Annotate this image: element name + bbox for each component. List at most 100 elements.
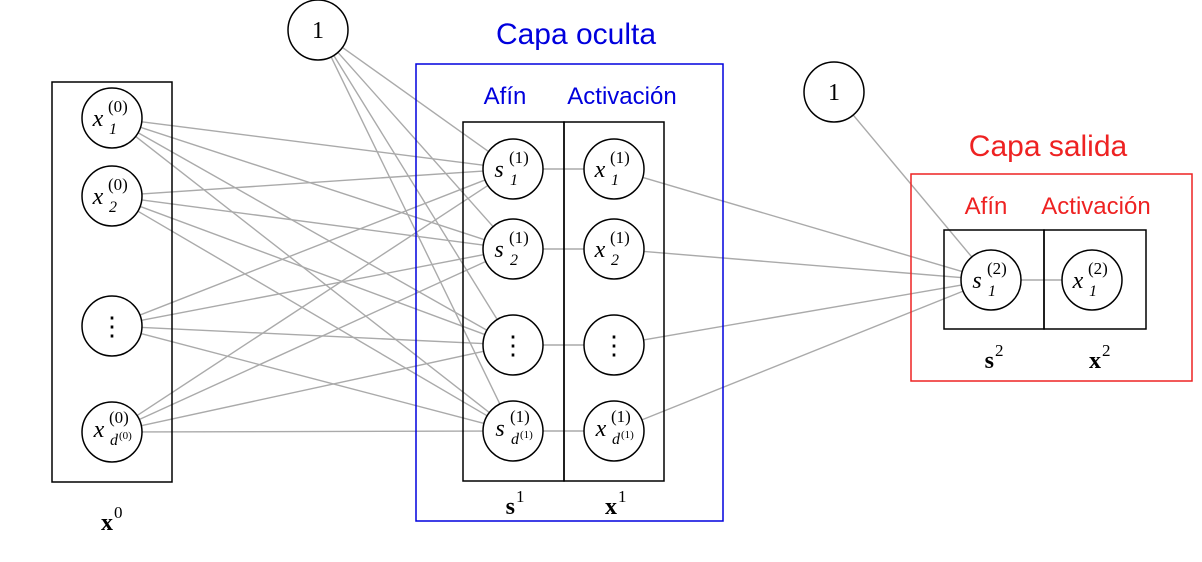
node-base-symbol: x: [594, 157, 606, 183]
vector-base: s: [985, 348, 994, 374]
hidden-affine-label: Afín: [484, 83, 527, 110]
hidden-activation-node-1: x(1) 1: [583, 138, 645, 200]
edge-input-to-hidden: [135, 135, 490, 414]
vector-base: x: [101, 510, 113, 536]
output-layer-frame: [910, 173, 1193, 382]
node-superscript: (0): [108, 97, 128, 116]
node-subscript: 1: [988, 283, 996, 300]
vector-base: x: [1089, 348, 1101, 374]
edge-input-to-hidden: [137, 132, 488, 331]
vector-superscript: 1: [516, 487, 525, 506]
edge-input-to-hidden: [141, 430, 484, 433]
input-node-3: ⋮: [81, 295, 143, 357]
node-subscript: d: [110, 432, 119, 449]
node-subscript: 1: [611, 172, 619, 189]
edge-input-to-hidden: [139, 205, 486, 336]
input-node-4: x(0)d(0): [81, 401, 143, 463]
node-superscript: (0): [108, 175, 128, 194]
output-layer-title: Capa salida: [969, 130, 1128, 163]
node-subscript: 2: [611, 252, 619, 269]
node-superscript: (1): [610, 228, 630, 247]
output-activation-node: x(2) 1: [1061, 249, 1123, 311]
node-superscript: (2): [1088, 259, 1108, 278]
edge-input-to-hidden: [140, 332, 485, 425]
node-base-symbol: s: [494, 237, 503, 263]
edge-hidden-to-output: [852, 114, 973, 258]
vector-base: s: [506, 494, 515, 520]
node-subscript: 2: [109, 199, 117, 216]
hidden-activation-node-2-circle: [583, 218, 645, 280]
output-activation-node-circle: [1061, 249, 1123, 311]
hidden-activation-node-4-circle: [583, 400, 645, 462]
edge-hidden-to-output: [642, 176, 963, 273]
bias-node-input-circle: [287, 0, 349, 61]
node-base-symbol: x: [93, 417, 105, 443]
node-base-symbol: x: [1072, 268, 1084, 294]
node-base-symbol: x: [92, 184, 104, 210]
hidden-layer-title: Capa oculta: [496, 18, 656, 51]
output-affine-node: s(2)1: [960, 249, 1022, 311]
node-subscript: d: [511, 431, 520, 448]
hidden-affine-node-3-circle: [482, 314, 544, 376]
hidden-affine-node-1: s (1) 1: [482, 138, 544, 200]
edge-input-to-hidden: [139, 260, 486, 421]
hidden-activation-box: [563, 121, 665, 482]
node-superscript: (2): [987, 259, 1007, 278]
input-node-2-circle: [81, 165, 143, 227]
bias-node-hidden: 1: [803, 61, 865, 123]
vector-superscript: 2: [995, 341, 1004, 360]
output-affine-label: Afín: [965, 193, 1008, 220]
bias-label: 1: [312, 18, 324, 44]
hidden-activation-node-3: ⋮: [583, 314, 645, 376]
edge-hidden-to-output: [643, 284, 962, 341]
hidden-activation-node-3-circle: [583, 314, 645, 376]
hidden-affine-node-2-circle: [482, 218, 544, 280]
bias-node-hidden-circle: [803, 61, 865, 123]
edge-input-to-hidden: [136, 184, 489, 417]
ellipsis-label: ⋮: [500, 331, 526, 360]
node-superscript: (1): [509, 148, 529, 167]
node-superscript: (1): [509, 228, 529, 247]
edge-input-to-hidden: [141, 121, 484, 166]
ellipsis-label: ⋮: [99, 312, 125, 341]
node-subscript: 1: [109, 121, 117, 138]
hidden-affine-node-1-circle: [482, 138, 544, 200]
hidden-activation-node-4: x(1)d(1): [583, 400, 645, 462]
edge-hidden-to-output: [641, 290, 964, 421]
node-subscript-superscript: (0): [119, 430, 132, 442]
hidden-activation-node-1-circle: [583, 138, 645, 200]
vector-superscript: 2: [1102, 341, 1111, 360]
node-subscript: d: [612, 431, 621, 448]
node-subscript-superscript: (1): [621, 429, 634, 441]
vector-superscript: 0: [114, 503, 123, 522]
input-node-1-circle: [81, 87, 143, 149]
edge-input-to-hidden: [140, 126, 485, 241]
edge-input-to-hidden: [141, 326, 484, 345]
edge-input-to-hidden: [141, 350, 484, 427]
node-base-symbol: s: [494, 157, 503, 183]
vector-base: x: [605, 494, 617, 520]
output-activation-label: Activación: [1041, 193, 1150, 220]
edge-input-to-hidden: [137, 210, 488, 417]
hidden-activation-label: Activación: [567, 83, 676, 110]
bias-label: 1: [828, 80, 840, 106]
node-subscript: 1: [510, 172, 518, 189]
input-layer-box: [51, 81, 173, 483]
node-superscript: (0): [109, 408, 129, 427]
output-affine-node-circle: [960, 249, 1022, 311]
vector-superscript: 1: [618, 487, 627, 506]
edge-input-to-hidden: [141, 199, 484, 246]
nodes-group: x(0)1x(0)2⋮x(0)d(0)s(1)1s(1)2⋮s(1)d(1)x(…: [81, 0, 1123, 463]
hidden-activation-node-2: x(1)2: [583, 218, 645, 280]
hidden-affine-node-2: s(1)2: [482, 218, 544, 280]
node-subscript: 1: [1089, 283, 1097, 300]
node-subscript-superscript: (1): [520, 429, 533, 441]
node-base-symbol: x: [92, 106, 104, 132]
hidden-layer-frame: [415, 63, 724, 522]
node-superscript: (1): [610, 148, 630, 167]
